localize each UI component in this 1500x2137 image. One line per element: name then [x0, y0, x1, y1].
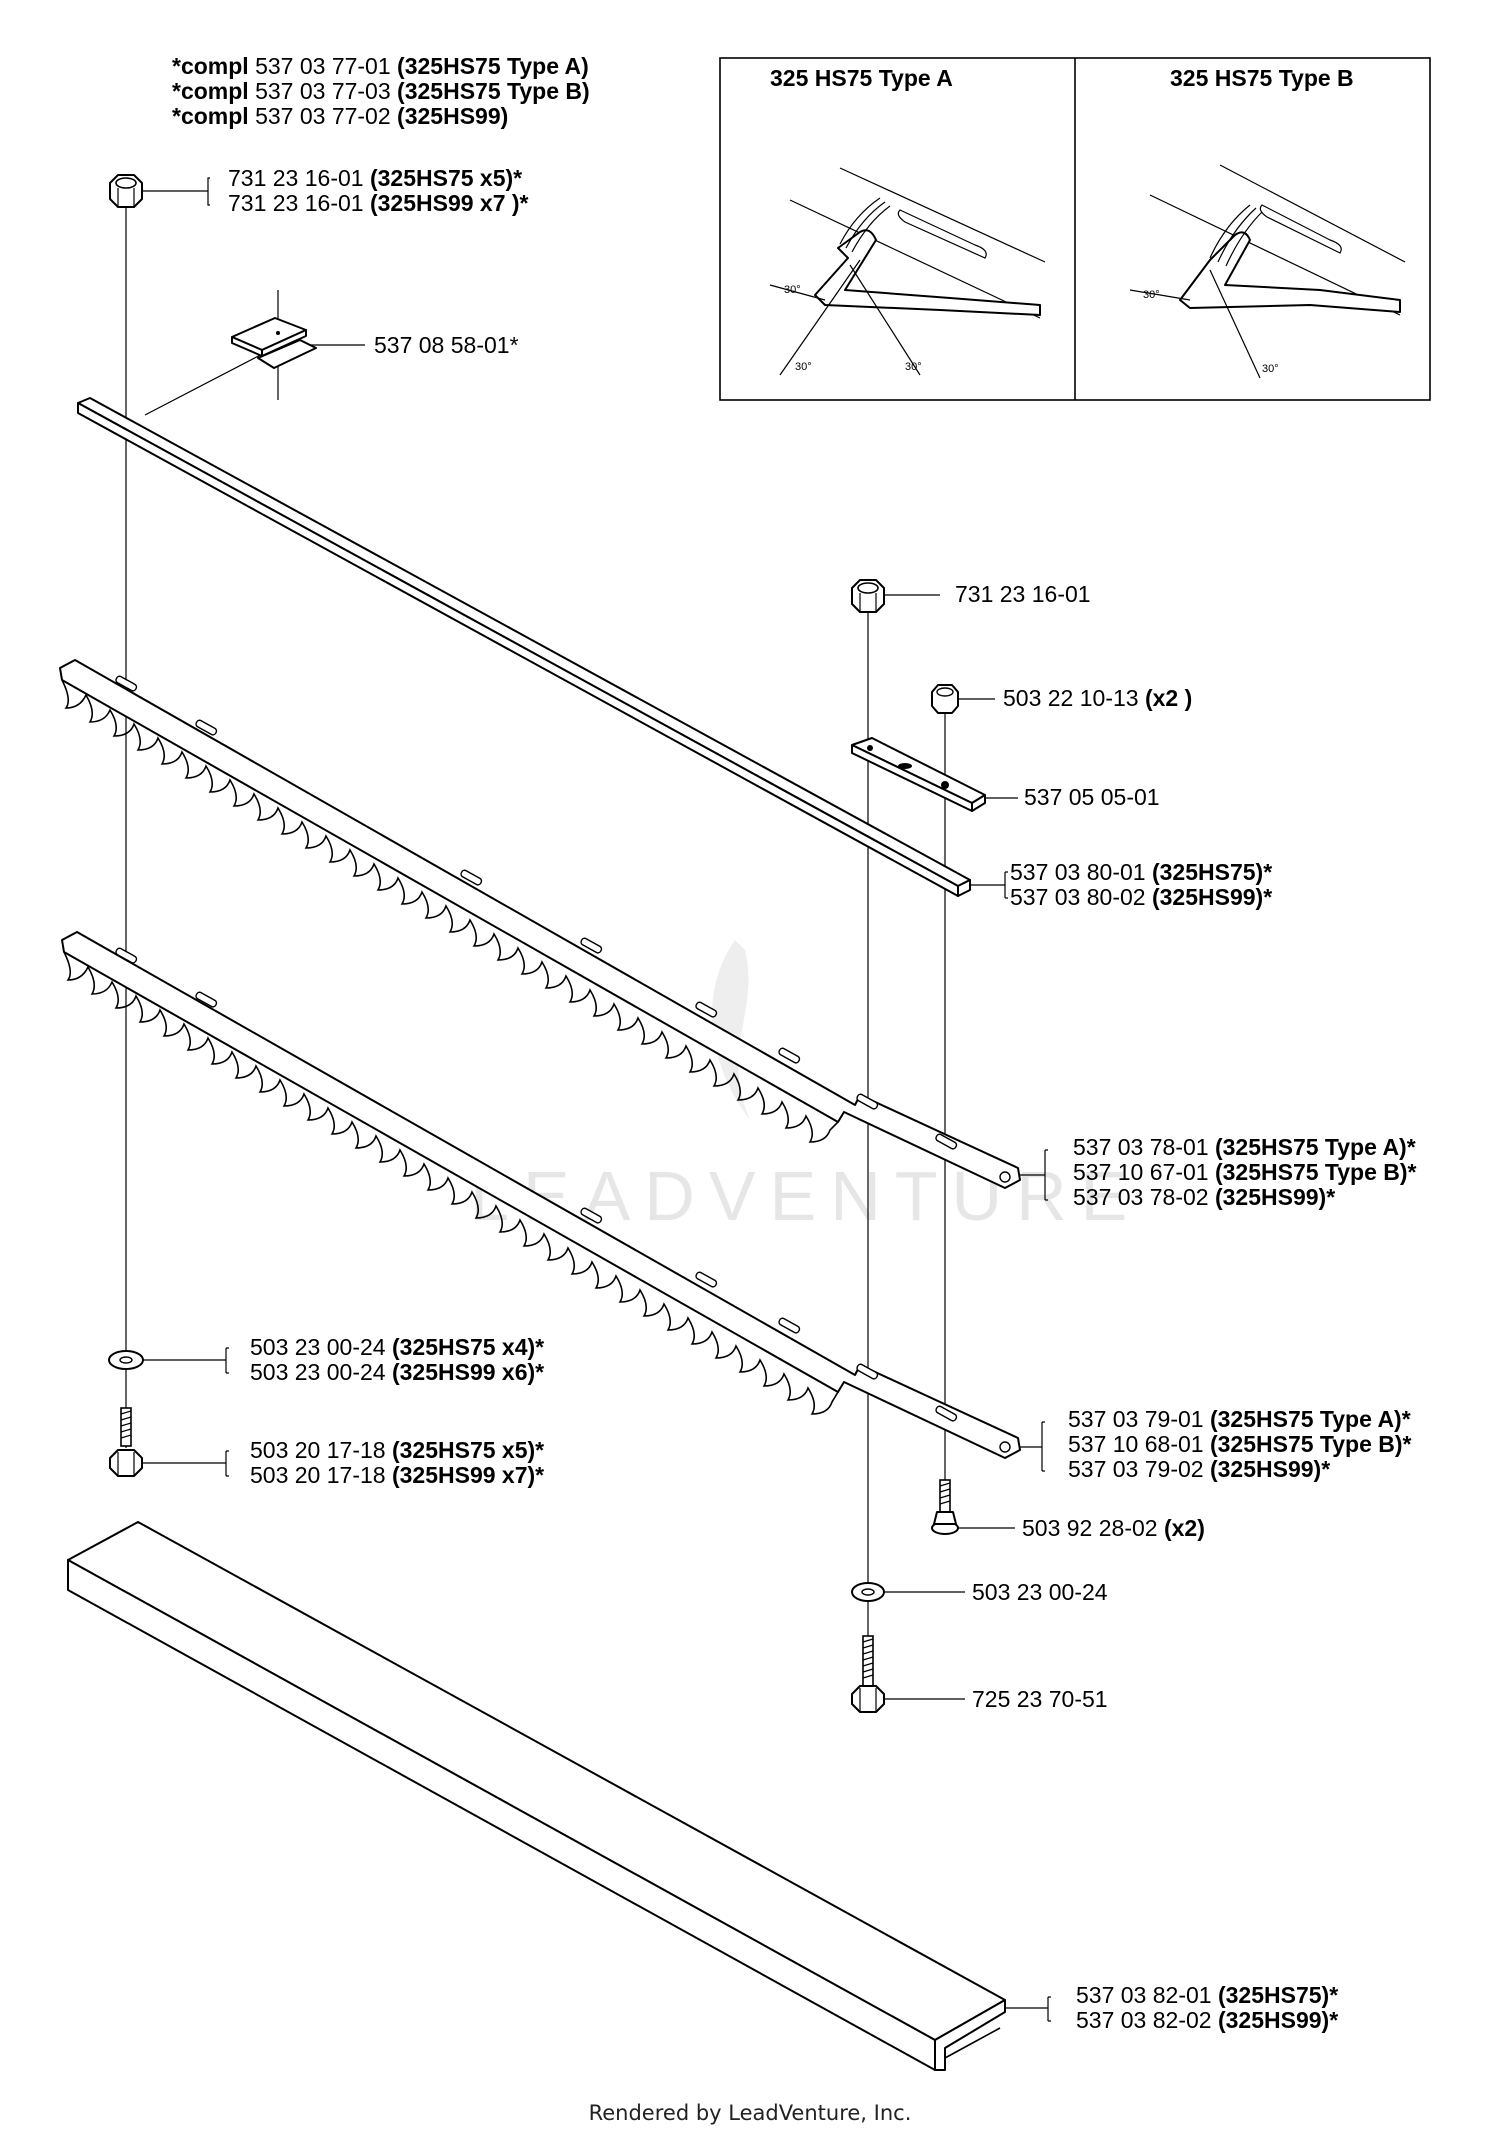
label-screw-left-2: 503 20 17-18 (325HS99 x7)* [250, 1462, 544, 1488]
header-note-3: *compl 537 03 77-02 (325HS99) [172, 103, 508, 129]
label-nut-small-right: 503 22 10-13 (x2 ) [1003, 685, 1192, 711]
inset-title-type-b: 325 HS75 Type B [1170, 65, 1354, 91]
label-screw-right: 503 92 28-02 (x2) [1022, 1515, 1205, 1541]
label-nut-right: 731 23 16-01 [955, 581, 1091, 607]
label-plate-right: 537 05 05-01 [1024, 784, 1160, 810]
type-a-angle-3: 30° [905, 361, 922, 373]
label-lower-blade-2: 537 10 68-01 (325HS75 Type B)* [1068, 1431, 1412, 1457]
label-lower-blade-3: 537 03 79-02 (325HS99)* [1068, 1456, 1330, 1482]
label-guide-bar-1: 537 03 80-01 (325HS75)* [1010, 859, 1272, 885]
nut-small-right [931, 684, 959, 714]
axis-lines [125, 205, 946, 1665]
label-washer-left-1: 503 23 00-24 (325HS75 x4)* [250, 1334, 544, 1360]
label-washer-right: 503 23 00-24 [972, 1579, 1108, 1605]
nut-right [851, 579, 885, 613]
screw-right [931, 1479, 959, 1535]
label-nut-top-left-1: 731 23 16-01 (325HS75 x5)* [228, 165, 522, 191]
label-washer-left-2: 503 23 00-24 (325HS99 x6)* [250, 1359, 544, 1385]
upper-blade [59, 659, 1021, 1189]
label-upper-blade-3: 537 03 78-02 (325HS99)* [1073, 1184, 1335, 1210]
screw-left [109, 1407, 143, 1477]
header-note-2: *compl 537 03 77-03 (325HS75 Type B) [172, 78, 590, 104]
label-upper-blade-1: 537 03 78-01 (325HS75 Type A)* [1073, 1134, 1416, 1160]
type-a-angle-2: 30° [795, 361, 812, 373]
callout-labels: 731 23 16-01 (325HS75 x5)* 731 23 16-01 … [228, 165, 1417, 2033]
blade-guard [67, 1521, 1006, 2071]
footer-credit: Rendered by LeadVenture, Inc. [589, 2101, 912, 2125]
label-guard-1: 537 03 82-01 (325HS75)* [1076, 1982, 1338, 2008]
bolt-right [851, 1635, 885, 1713]
header-notes: *compl 537 03 77-01 (325HS75 Type A) *co… [172, 53, 590, 129]
washer-right [851, 1582, 885, 1602]
type-b-sketch: 30° 30° [1129, 164, 1406, 379]
label-guide-bar-2: 537 03 80-02 (325HS99)* [1010, 884, 1272, 910]
plate-right [851, 737, 986, 812]
nut-top-left [109, 174, 143, 208]
clip-part [231, 317, 317, 369]
washer-left [108, 1350, 144, 1370]
leader-lines [142, 177, 1051, 2022]
watermark-flame-icon [712, 940, 750, 1120]
type-a-angle-1: 30° [784, 284, 801, 296]
label-screw-left-1: 503 20 17-18 (325HS75 x5)* [250, 1437, 544, 1463]
header-note-1: *compl 537 03 77-01 (325HS75 Type A) [172, 53, 589, 79]
inset-detail: 325 HS75 Type A 325 HS75 Type B 30° 30° … [719, 57, 1431, 401]
label-upper-blade-2: 537 10 67-01 (325HS75 Type B)* [1073, 1159, 1417, 1185]
label-bolt-right: 725 23 70-51 [972, 1686, 1108, 1712]
inset-title-type-a: 325 HS75 Type A [770, 65, 953, 91]
type-a-sketch: 30° 30° 30° [769, 167, 1046, 376]
label-nut-top-left-2: 731 23 16-01 (325HS99 x7 )* [228, 190, 529, 216]
type-b-angle-1: 30° [1143, 289, 1160, 301]
label-lower-blade-1: 537 03 79-01 (325HS75 Type A)* [1068, 1406, 1411, 1432]
label-clip: 537 08 58-01* [374, 332, 519, 358]
lower-blade [61, 931, 1021, 1459]
guide-bar [77, 397, 971, 897]
label-guard-2: 537 03 82-02 (325HS99)* [1076, 2007, 1338, 2033]
type-b-angle-2: 30° [1262, 363, 1279, 375]
